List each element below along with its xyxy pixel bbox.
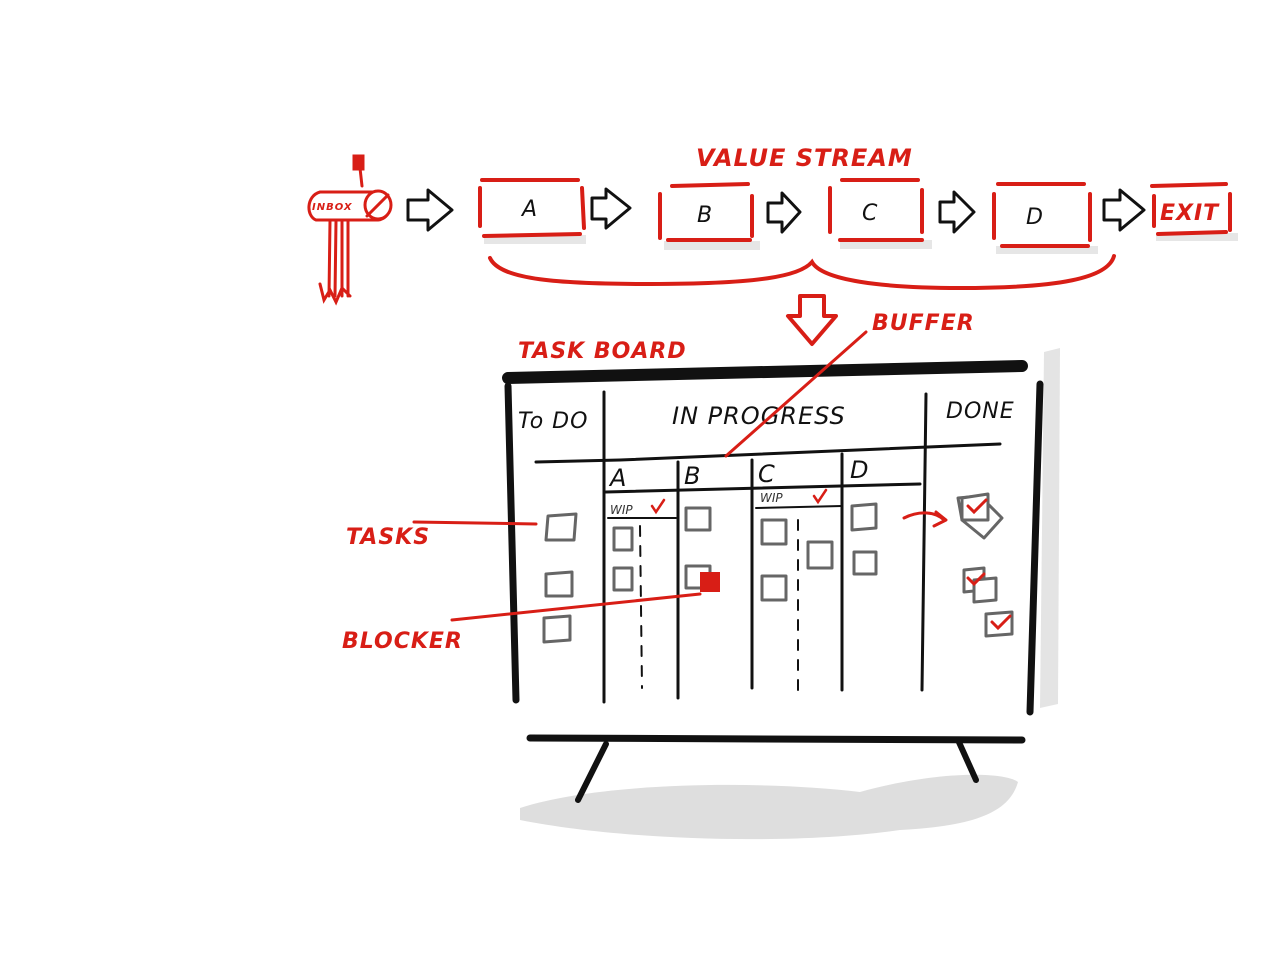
done-note: [984, 610, 1014, 638]
stage-box-a: [478, 178, 586, 238]
wip-label-c: WIP: [760, 491, 783, 505]
arrow-down-icon: [786, 294, 838, 346]
grass-icon: [318, 282, 352, 306]
done-note: [972, 576, 998, 604]
arrow-head-icon: [932, 510, 948, 528]
task-note: [760, 518, 788, 546]
wip-label-a: WIP: [610, 503, 633, 517]
done-checks: [966, 498, 1012, 631]
buffer-pointer-line: [724, 330, 868, 458]
task-note: [850, 502, 878, 532]
stage-boxes: [478, 178, 1232, 248]
board-leg-right: [955, 737, 979, 783]
subcolumn-d-label: D: [850, 456, 869, 484]
task-board: TASK BOARD To DO IN PROGRESS DO: [502, 339, 1044, 803]
callout-buffer: BUFFER: [872, 311, 975, 336]
stage-label-a: A: [520, 197, 538, 222]
task-note: [806, 540, 834, 570]
check-icon: [990, 614, 1012, 631]
value-stream-brace: [488, 254, 1116, 291]
inbox-flag: [352, 154, 365, 171]
stage-c-shadow: [840, 240, 932, 249]
stage-label-d: D: [1026, 205, 1044, 230]
stage-b-shadow: [664, 241, 760, 250]
stage-box-b: [658, 182, 754, 242]
subcolumn-c-label: C: [758, 460, 776, 488]
value-stream: VALUE STREAM INBOX: [307, 144, 1232, 346]
task-note: [542, 614, 572, 644]
arrow-right-icon: [590, 187, 632, 230]
task-note: [612, 526, 634, 552]
buffer-dash-a: [639, 525, 643, 689]
board-side-shadow: [1040, 348, 1060, 708]
done-note: [960, 492, 990, 522]
flow-arrows: [406, 187, 1146, 234]
check-icon: [966, 498, 988, 515]
blocker-pointer-line: [450, 592, 702, 622]
arrow-right-icon: [406, 188, 454, 232]
stage-label-c: C: [862, 201, 878, 226]
stage-label-b: B: [697, 203, 713, 228]
board-frame: [502, 360, 1044, 803]
stage-box-d: [992, 182, 1092, 248]
column-todo-label: To DO: [518, 409, 588, 434]
shadow-layer: [484, 233, 1238, 840]
wip-check-icon: [812, 488, 828, 505]
task-note: [684, 506, 712, 532]
task-board-title: TASK BOARD: [518, 339, 687, 364]
task-note: [612, 566, 634, 592]
sticky-notes: [542, 492, 1014, 644]
task-note: [852, 550, 878, 576]
task-note: [760, 574, 788, 602]
arrow-right-icon: [938, 190, 976, 234]
subcolumn-a-label: A: [608, 464, 627, 492]
callouts: BUFFER TASKS BLOCKER: [342, 311, 975, 654]
board-leg-left: [575, 741, 609, 803]
header-underline: [534, 442, 1002, 464]
stage-box-c: [828, 178, 924, 242]
task-note: [544, 512, 578, 542]
value-stream-title: VALUE STREAM: [696, 144, 913, 172]
wip-check-icon: [650, 498, 666, 515]
check-icon: [966, 572, 986, 587]
callout-blocker: BLOCKER: [342, 629, 463, 654]
column-done-label: DONE: [946, 399, 1015, 424]
inbox-mailbox-icon: [307, 154, 393, 306]
arrow-right-icon: [766, 191, 802, 234]
task-note: [544, 570, 574, 598]
subheader-underline: [604, 482, 922, 494]
inbox-label: INBOX: [312, 202, 353, 213]
board-floor-shadow: [520, 774, 1018, 840]
arrow-right-icon: [1102, 188, 1146, 232]
callout-tasks: TASKS: [346, 525, 430, 550]
subcolumn-b-label: B: [684, 462, 701, 490]
tasks-pointer-line: [412, 520, 538, 526]
exit-box: [1150, 182, 1232, 236]
exit-label: EXIT: [1160, 201, 1220, 226]
blocker-note: [700, 572, 720, 592]
board-grid: [534, 390, 1002, 704]
divider-inprogress-done: [920, 392, 928, 692]
wip-underline-c: [755, 505, 843, 509]
